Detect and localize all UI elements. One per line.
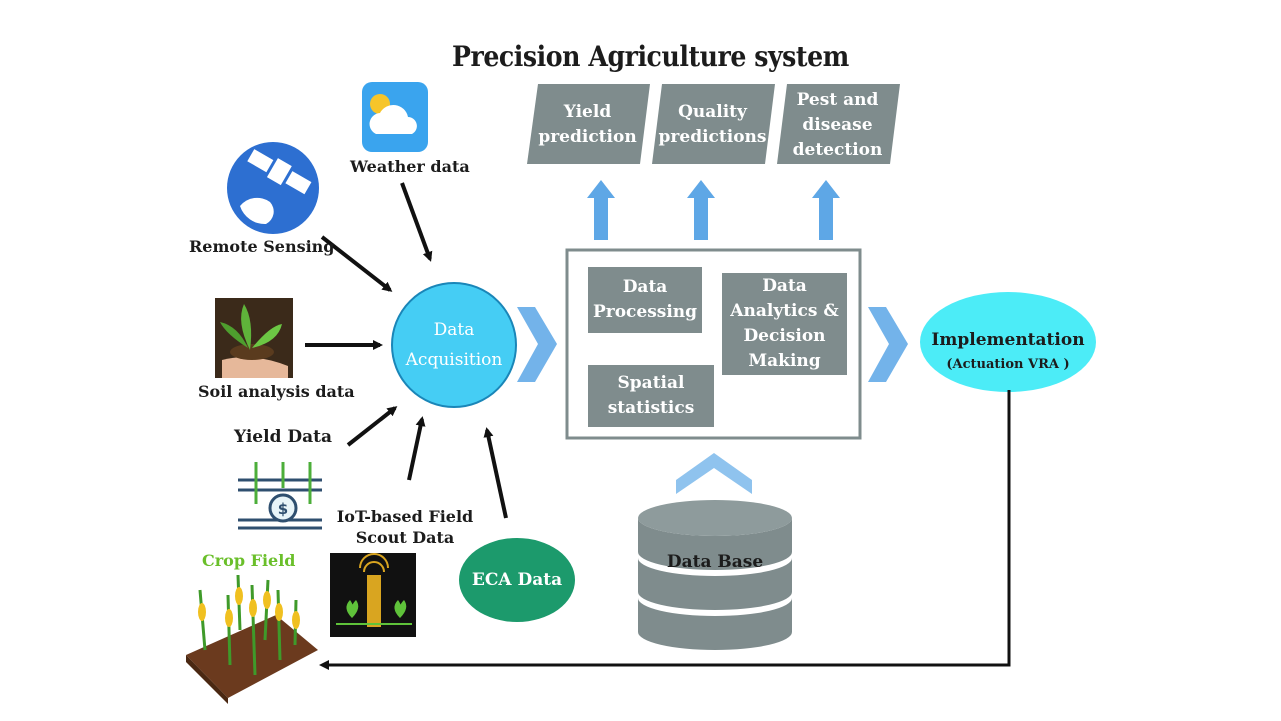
up-arrow-yield [587, 180, 615, 240]
data-acquisition-text: Data Acquisition [405, 320, 503, 370]
quality-predictions-text: Quality predictions [658, 102, 767, 147]
satellite-icon [227, 142, 319, 234]
soil-plant-icon [215, 298, 293, 378]
arrow-remote-sensing [320, 235, 393, 292]
up-arrow-pest [812, 180, 840, 240]
crop-field-icon [186, 574, 318, 704]
yield-prediction-text: Yield prediction [538, 102, 637, 147]
arrow-iot [407, 416, 426, 481]
data-processing-box [588, 267, 702, 333]
weather-icon [362, 82, 428, 152]
database-label: Data Base [640, 548, 790, 576]
yield-data-icon: $ [238, 462, 322, 530]
iot-field-scout-label: IoT-based Field Scout Data [336, 507, 474, 547]
remote-sensing-label: Remote Sensing [189, 237, 335, 256]
implementation-label: Implementation [931, 330, 1085, 350]
iot-sensor-icon [330, 553, 416, 637]
input-arrows [305, 182, 508, 519]
soil-analysis-label: Soil analysis data [198, 382, 355, 401]
data-processing-text: Data Processing [592, 277, 698, 322]
database-up-chevron [676, 453, 752, 494]
pest-detection-box [777, 84, 900, 164]
chevron-to-processing [517, 307, 557, 382]
database-text: Data Base [666, 551, 764, 572]
yield-data-label: Yield Data [234, 427, 332, 447]
data-processing-label: Data Processing [588, 267, 702, 333]
implementation-ellipse [920, 292, 1096, 392]
arrow-eca [483, 427, 508, 519]
up-arrow-quality [687, 180, 715, 240]
database-cylinder [638, 500, 792, 650]
svg-text:$: $ [278, 500, 288, 518]
yield-prediction-box [527, 84, 650, 164]
eca-data-ellipse [459, 538, 575, 622]
spatial-statistics-box [588, 365, 714, 427]
yield-prediction-label: Yield prediction [530, 90, 645, 160]
up-arrows [587, 180, 840, 240]
data-analytics-text: Data Analytics & Decision Making [730, 276, 839, 371]
data-acquisition-circle [391, 282, 517, 408]
diagram-title: Precision Agriculture system [452, 40, 849, 73]
eca-data-label: ECA Data [459, 560, 575, 600]
weather-data-label: Weather data [350, 157, 470, 176]
pest-detection-label: Pest and disease detection [780, 87, 895, 163]
quality-predictions-box [652, 84, 775, 164]
data-analytics-label: Data Analytics & Decision Making [722, 273, 847, 375]
eca-data-text: ECA Data [471, 569, 563, 590]
spatial-statistics-label: Spatial statistics [588, 365, 714, 427]
implementation-sub-label: (Actuation VRA ) [946, 357, 1070, 372]
arrow-yield [346, 406, 398, 447]
feedback-line [319, 390, 1011, 670]
data-acquisition-label: Data Acquisition [394, 315, 514, 375]
spatial-statistics-text: Spatial statistics [607, 373, 695, 418]
pest-detection-text: Pest and disease detection [792, 89, 883, 160]
quality-predictions-label: Quality predictions [655, 90, 770, 160]
data-analytics-box [722, 273, 847, 375]
crop-field-label: Crop Field [202, 551, 296, 570]
arrow-weather [400, 182, 433, 262]
chevron-to-implementation [868, 307, 908, 382]
